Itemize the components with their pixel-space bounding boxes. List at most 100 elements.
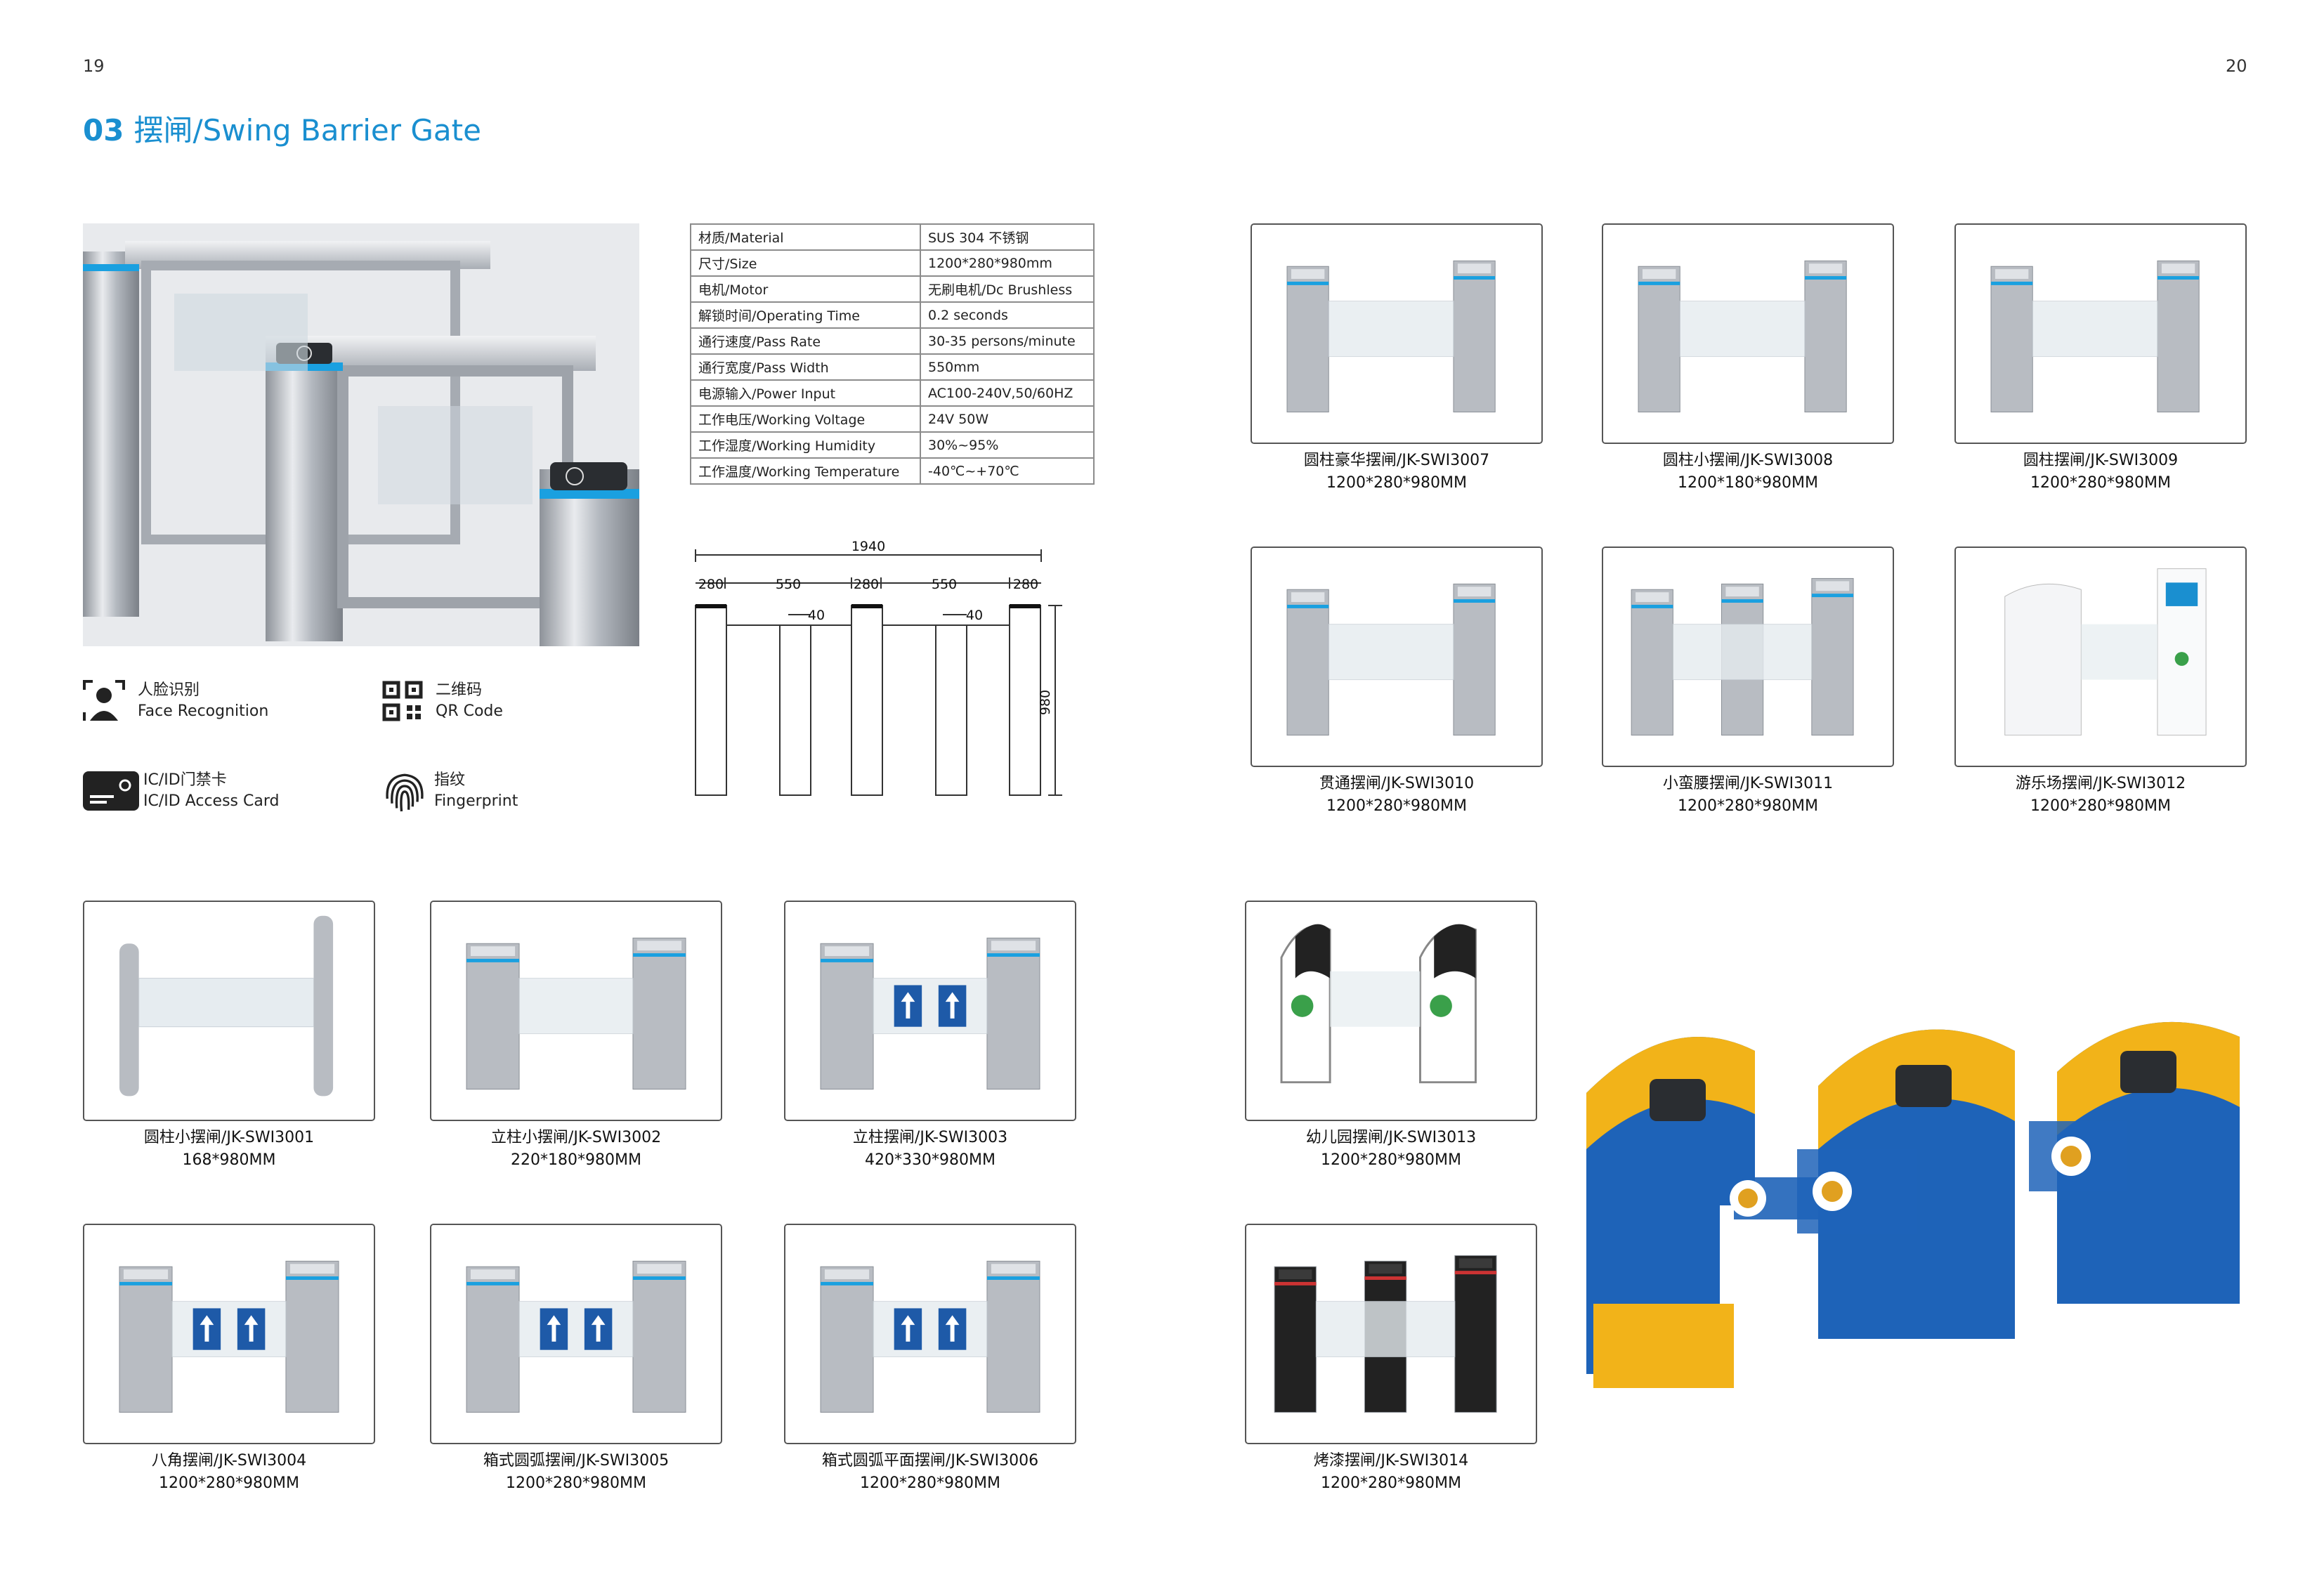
spec-key: 材质/Material (690, 223, 921, 251)
dim-height: 980 (1038, 690, 1053, 715)
product-caption: 贯通摆闸/JK-SWI3010 1200*280*980MM (1251, 773, 1543, 818)
feature-card-text: IC/ID门禁卡 IC/ID Access Card (143, 770, 279, 812)
product-image-card (1602, 223, 1894, 444)
feature-qr-en: QR Code (436, 702, 503, 720)
product-image-card (430, 901, 722, 1121)
card-icon (83, 771, 139, 811)
product-name: 烤漆摆闸/JK-SWI3014 (1313, 1452, 1469, 1470)
product-name: 圆柱小摆闸/JK-SWI3001 (143, 1129, 315, 1146)
dim-c: 280 (854, 577, 879, 592)
spec-value: 无刷电机/Dc Brushless (920, 275, 1095, 303)
dim-total: 1940 (851, 541, 885, 554)
left-page-number: 19 (83, 56, 105, 76)
dim-gap-2: 40 (966, 608, 983, 623)
product-caption: 小蛮腰摆闸/JK-SWI3011 1200*280*980MM (1602, 773, 1894, 818)
feature-card-cn: IC/ID门禁卡 (143, 771, 227, 789)
product-size: 1200*280*980MM (1678, 797, 1818, 815)
product-name: 八角摆闸/JK-SWI3004 (151, 1452, 307, 1470)
spec-value: SUS 304 不锈钢 (920, 223, 1095, 251)
product-caption: 圆柱小摆闸/JK-SWI3001 168*980MM (83, 1127, 375, 1172)
feature-card (83, 770, 139, 815)
product-size: 220*180*980MM (511, 1151, 641, 1169)
product-caption: 箱式圆弧平面摆闸/JK-SWI3006 1200*280*980MM (784, 1450, 1076, 1495)
dim-e: 280 (1013, 577, 1038, 592)
spec-key: 尺寸/Size (690, 249, 921, 277)
product-size: 1200*180*980MM (1678, 474, 1818, 492)
product-size: 1200*280*980MM (1321, 1474, 1461, 1492)
spec-key: 电源输入/Power Input (690, 379, 921, 407)
product-size: 1200*280*980MM (2030, 474, 2171, 492)
product-image-card (83, 1224, 375, 1444)
section-title-text: 摆闸/Swing Barrier Gate (133, 113, 481, 148)
product-caption: 八角摆闸/JK-SWI3004 1200*280*980MM (83, 1450, 375, 1495)
spec-value: 550mm (920, 353, 1095, 381)
product-image-card (1245, 901, 1537, 1121)
product-name: 立柱摆闸/JK-SWI3003 (852, 1129, 1008, 1146)
product-name: 贯通摆闸/JK-SWI3010 (1319, 775, 1475, 792)
product-image-card (1251, 547, 1543, 767)
product-caption: 烤漆摆闸/JK-SWI3014 1200*280*980MM (1245, 1450, 1537, 1495)
feature-fingerprint (379, 767, 430, 820)
product-name: 圆柱小摆闸/JK-SWI3008 (1662, 452, 1834, 469)
spec-value: 30%~95% (920, 431, 1095, 459)
kids-gate-illustration (1565, 1009, 2254, 1402)
product-name: 小蛮腰摆闸/JK-SWI3011 (1662, 775, 1834, 792)
dim-gap-1: 40 (808, 608, 825, 623)
feature-qr (381, 680, 424, 725)
product-size: 1200*280*980MM (159, 1474, 299, 1492)
product-name: 游乐场摆闸/JK-SWI3012 (2015, 775, 2186, 792)
product-size: 1200*280*980MM (1321, 1151, 1461, 1169)
product-size: 1200*280*980MM (1326, 797, 1467, 815)
right-page-number: 20 (2226, 56, 2247, 76)
product-name: 箱式圆弧平面摆闸/JK-SWI3006 (821, 1452, 1039, 1470)
feature-qr-cn: 二维码 (436, 681, 483, 699)
feature-qr-text: 二维码 QR Code (436, 680, 503, 722)
product-caption: 圆柱摆闸/JK-SWI3009 1200*280*980MM (1954, 450, 2247, 495)
product-image-card (1251, 223, 1543, 444)
feature-face (83, 680, 125, 725)
face-icon (83, 680, 125, 721)
spec-value: 24V 50W (920, 405, 1095, 433)
spec-key: 通行宽度/Pass Width (690, 353, 921, 381)
spec-key: 解锁时间/Operating Time (690, 301, 921, 329)
product-image-card (784, 1224, 1076, 1444)
feature-face-en: Face Recognition (138, 702, 269, 720)
product-size: 168*980MM (182, 1151, 276, 1169)
product-size: 1200*280*980MM (860, 1474, 1000, 1492)
spec-row: 工作温度/Working Temperature-40℃~+70℃ (690, 457, 1095, 485)
product-image-card (83, 901, 375, 1121)
product-image-card (1245, 1224, 1537, 1444)
product-caption: 游乐场摆闸/JK-SWI3012 1200*280*980MM (1954, 773, 2247, 818)
spec-key: 工作电压/Working Voltage (690, 405, 921, 433)
spec-value: AC100-240V,50/60HZ (920, 379, 1095, 407)
dim-b: 550 (776, 577, 801, 592)
product-name: 幼儿园摆闸/JK-SWI3013 (1305, 1129, 1477, 1146)
product-caption: 圆柱小摆闸/JK-SWI3008 1200*180*980MM (1602, 450, 1894, 495)
spec-value: 30-35 persons/minute (920, 327, 1095, 355)
dim-a: 280 (698, 577, 724, 592)
product-image-card (1954, 547, 2247, 767)
product-size: 1200*280*980MM (1326, 474, 1467, 492)
product-name: 圆柱摆闸/JK-SWI3009 (2023, 452, 2179, 469)
product-caption: 幼儿园摆闸/JK-SWI3013 1200*280*980MM (1245, 1127, 1537, 1172)
feature-fingerprint-cn: 指纹 (434, 771, 466, 789)
feature-face-text: 人脸识别 Face Recognition (138, 680, 268, 722)
product-name: 箱式圆弧摆闸/JK-SWI3005 (483, 1452, 670, 1470)
spec-key: 工作湿度/Working Humidity (690, 431, 921, 459)
spec-key: 工作温度/Working Temperature (690, 457, 921, 485)
spec-value: 1200*280*980mm (920, 249, 1095, 277)
fingerprint-icon (386, 773, 424, 812)
qr-icon (382, 681, 423, 721)
product-size: 1200*280*980MM (2030, 797, 2171, 815)
